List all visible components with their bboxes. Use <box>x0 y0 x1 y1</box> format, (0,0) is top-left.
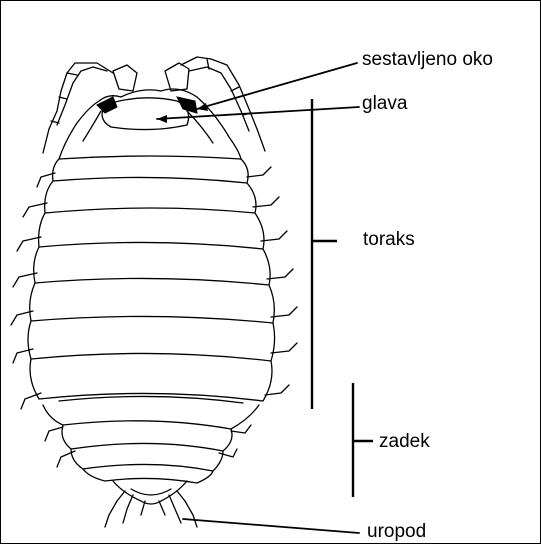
right-compound-eye <box>177 97 197 113</box>
eye-pointer-line <box>197 63 357 109</box>
head-outline <box>59 89 241 159</box>
eye-pointer-arrow <box>197 103 208 111</box>
abdomen-bracket <box>353 383 373 497</box>
label-thorax: toraks <box>363 229 415 251</box>
abdomen-segments <box>43 396 259 483</box>
left-legs <box>11 173 55 409</box>
label-abdomen: zadek <box>379 431 430 453</box>
right-legs <box>247 167 297 395</box>
label-compound-eye: sestavljeno oko <box>362 49 493 71</box>
uropod-pointer-line <box>183 519 359 533</box>
thorax-bracket <box>312 99 337 409</box>
left-compound-eye <box>97 97 117 113</box>
uropods <box>105 491 197 527</box>
label-uropod: uropod <box>367 521 426 543</box>
thorax-segments <box>28 159 275 401</box>
label-head: glava <box>362 93 407 115</box>
head-pointer-arrow <box>157 115 167 123</box>
